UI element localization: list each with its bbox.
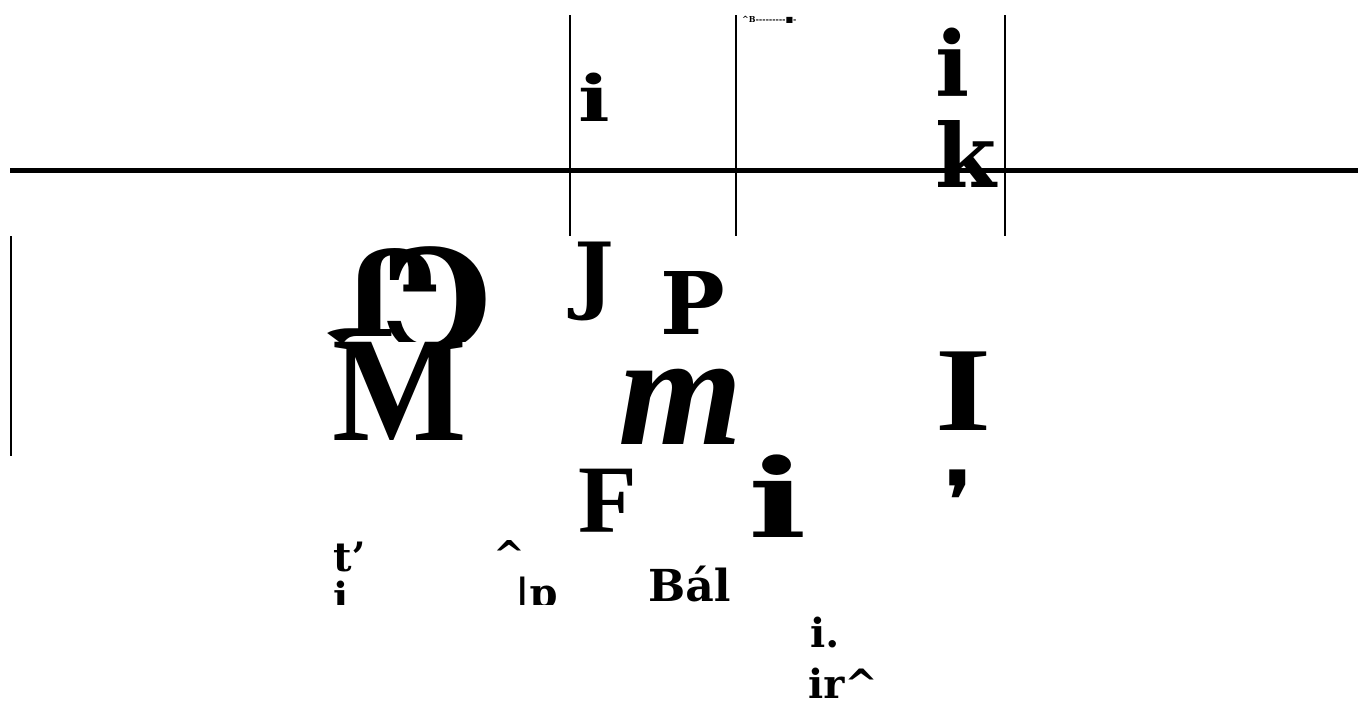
top-glyph-i-tall: i	[935, 12, 970, 118]
middle-glyph-i-serif: I	[935, 323, 992, 456]
vertical-rule-1	[569, 15, 571, 236]
middle-glyph-m-italic: m	[618, 310, 743, 455]
vertical-rule-left	[10, 236, 12, 456]
top-glyph-k: k	[935, 104, 996, 208]
bottom-fragment-bal: Bál	[648, 565, 731, 605]
middle-glyph-m: M	[332, 315, 467, 465]
bottom-fragment-t: t’	[333, 534, 366, 581]
middle-glyph-f: F	[578, 452, 637, 537]
middle-glyph-p: P	[660, 254, 725, 355]
tiny-header-text: ^B---------■-	[742, 14, 797, 24]
middle-glyph-i-block: i	[748, 445, 807, 537]
top-glyph-i: i	[578, 68, 610, 124]
horizontal-rule	[10, 168, 1358, 173]
bottom-fragment-p: |p	[515, 574, 558, 605]
bottom-fragment-i-dot: i.	[810, 610, 840, 657]
bottom-fragment-ir: ir^	[808, 661, 878, 705]
middle-glyph-drop: ❜	[946, 455, 971, 544]
bottom-fragment-caret: ^	[493, 532, 525, 577]
vertical-rule-3	[1004, 15, 1006, 236]
middle-glyph-j: J	[574, 224, 614, 323]
vertical-rule-2	[735, 15, 737, 236]
bottom-fragment-i: i	[333, 578, 349, 605]
